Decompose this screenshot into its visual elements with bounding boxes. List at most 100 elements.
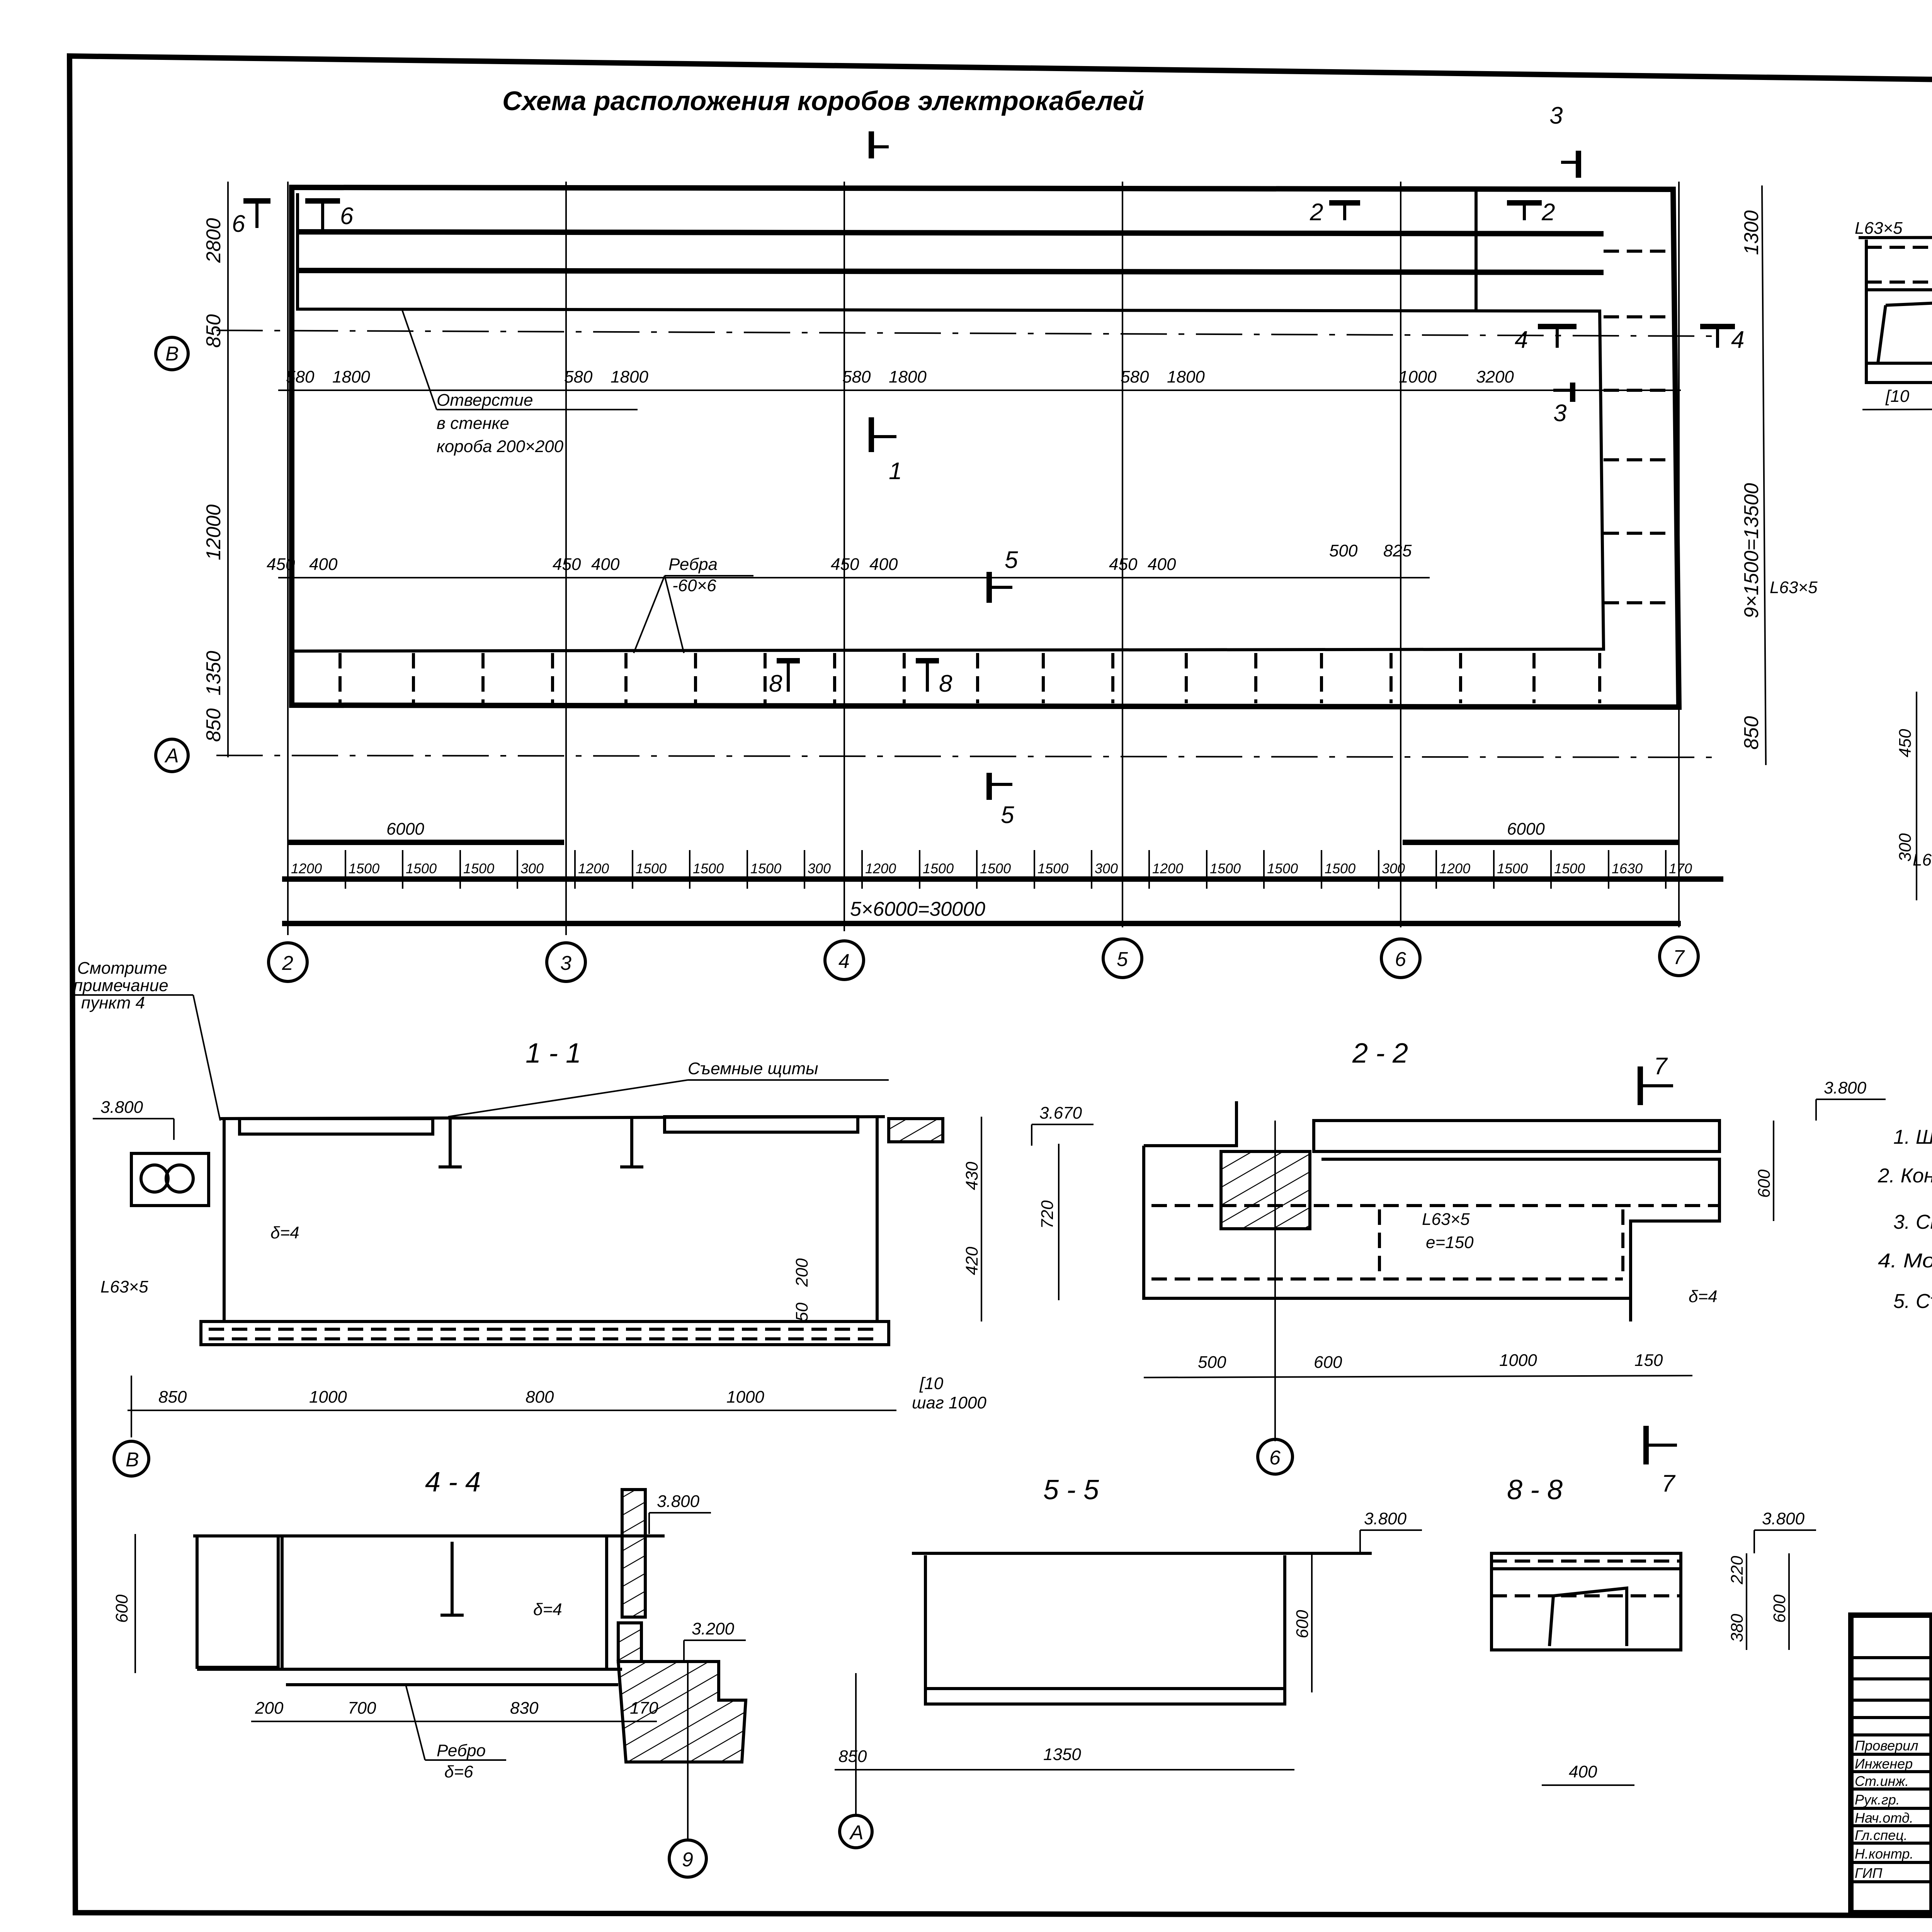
svg-text:830: 830 (510, 1699, 539, 1718)
axis-bubbles-horizontal: В А (154, 336, 190, 773)
svg-text:4: 4 (838, 950, 850, 973)
svg-text:6000: 6000 (1507, 820, 1545, 838)
svg-text:600: 600 (1314, 1353, 1342, 1372)
svg-text:2: 2 (282, 952, 293, 975)
svg-text:2 - 2: 2 - 2 (1352, 1038, 1408, 1069)
svg-text:Ребра: Ребра (668, 555, 718, 574)
axis-bubbles-vertical: 2 3 4 5 6 7 (267, 935, 1700, 983)
sheet-frame: 76 (66, 53, 1932, 1918)
chain-dimension-label: 1500 (1267, 861, 1298, 876)
rib-marks (338, 653, 1601, 703)
svg-text:3: 3 (1553, 400, 1566, 427)
chain-dimension-label: 1500 (1497, 861, 1528, 876)
section-4-4: 4 - 4 3.800 3.200 600 δ=4 200 700 830 17… (112, 1467, 748, 1879)
svg-text:Смотрите: Смотрите (77, 959, 167, 978)
svg-text:9: 9 (682, 1849, 693, 1871)
svg-text:7: 7 (1673, 946, 1685, 969)
svg-text:А: А (164, 745, 179, 767)
chain-dimension-label: 300 (1095, 861, 1118, 876)
svg-text:ГИП: ГИП (1855, 1865, 1883, 1881)
svg-text:450: 450 (267, 555, 295, 574)
svg-text:1000: 1000 (726, 1388, 764, 1406)
svg-text:3.800: 3.800 (657, 1492, 700, 1511)
svg-text:А: А (849, 1821, 864, 1844)
title-block: Привязан Инв. № ТП 904-1-66.86 - КМ Комп… (1848, 1612, 1932, 1915)
note-4: 4. Монтажные болты предусмотреть до уста… (1878, 1250, 1932, 1272)
svg-text:Ст.инж.: Ст.инж. (1855, 1773, 1909, 1789)
svg-text:150: 150 (1634, 1351, 1663, 1370)
svg-text:1800: 1800 (611, 367, 648, 386)
svg-text:50: 50 (793, 1303, 811, 1321)
svg-text:8 - 8: 8 - 8 (1507, 1475, 1563, 1505)
svg-text:L63×5: L63×5 (1770, 578, 1818, 597)
svg-text:600: 600 (1293, 1610, 1312, 1638)
svg-text:400: 400 (591, 555, 620, 574)
svg-text:Ребро: Ребро (437, 1741, 486, 1760)
chain-dimension-label: 170 (1669, 861, 1692, 876)
note-2: 2. Конструкции сварные. Сварку производи… (1878, 1165, 1932, 1187)
section-2-2: 2 - 2 7 3.670 3.800 720 600 L63×5 e=150 … (1031, 1038, 1886, 1497)
svg-text:1800: 1800 (1167, 367, 1205, 386)
svg-text:5: 5 (1001, 802, 1014, 828)
section-5-5: 5 - 5 3.800 600 850 1350 А (835, 1475, 1422, 1849)
svg-text:3.200: 3.200 (692, 1619, 735, 1638)
svg-text:450: 450 (1109, 555, 1138, 574)
svg-text:850: 850 (838, 1747, 867, 1766)
svg-text:1000: 1000 (1499, 1351, 1537, 1370)
svg-text:пункт 4: пункт 4 (81, 993, 145, 1012)
svg-text:400: 400 (869, 555, 898, 574)
svg-text:170: 170 (630, 1699, 658, 1718)
chain-dimension-label: 1200 (578, 861, 609, 876)
svg-text:В: В (165, 343, 179, 365)
note-1: 1. Шахту электрокабелей смотрите на лист… (1893, 1126, 1932, 1148)
svg-text:400: 400 (1148, 555, 1176, 574)
plan-title: Схема расположения коробов электрокабеле… (502, 86, 1144, 116)
chain-dimension-label: 300 (520, 861, 544, 876)
svg-text:3.800: 3.800 (100, 1098, 143, 1117)
svg-text:580: 580 (286, 367, 315, 386)
chain-dimension-label: 1500 (1325, 861, 1355, 876)
svg-text:2: 2 (1310, 199, 1323, 226)
svg-text:L63×5: L63×5 (1855, 219, 1903, 238)
svg-text:1350: 1350 (202, 651, 225, 696)
plan-view: Схема расположения коробов электрокабеле… (154, 86, 1818, 983)
svg-text:850: 850 (158, 1388, 187, 1406)
svg-text:430: 430 (963, 1162, 981, 1190)
svg-text:850: 850 (202, 314, 225, 348)
signature-rows: Проверил Макарова Инженер Андреева Ст.ин… (1855, 1738, 1918, 1881)
svg-text:1 - 1: 1 - 1 (526, 1038, 581, 1069)
svg-text:6: 6 (232, 211, 245, 237)
chain-dimension-label: 1200 (865, 861, 896, 876)
svg-text:1: 1 (889, 458, 902, 485)
svg-text:Отверстие: Отверстие (437, 391, 533, 410)
svg-text:1800: 1800 (332, 367, 370, 386)
svg-text:12000: 12000 (202, 504, 225, 560)
svg-text:720: 720 (1038, 1200, 1057, 1229)
svg-text:шаг 1000: шаг 1000 (912, 1393, 986, 1412)
svg-text:3200: 3200 (1476, 367, 1514, 386)
general-notes: 1. Шахту электрокабелей смотрите на лист… (1878, 1126, 1932, 1313)
chain-dimension-label: 1500 (693, 861, 724, 876)
svg-text:800: 800 (526, 1388, 554, 1406)
svg-text:450: 450 (553, 555, 581, 574)
svg-text:Рук.гр.: Рук.гр. (1855, 1792, 1900, 1808)
svg-text:Н.контр.: Н.контр. (1855, 1846, 1913, 1862)
svg-text:В: В (126, 1449, 139, 1471)
svg-text:6: 6 (1269, 1447, 1281, 1469)
svg-text:500: 500 (1198, 1353, 1226, 1372)
note-5: 5. Съемные металлические щиты смотрите н… (1893, 1290, 1932, 1313)
chain-dimension-label: 1500 (406, 861, 437, 876)
svg-text:1350: 1350 (1043, 1745, 1081, 1764)
chain-dimension-label: 1500 (636, 861, 667, 876)
svg-text:300: 300 (1896, 833, 1915, 862)
svg-text:2: 2 (1541, 199, 1555, 226)
svg-text:6000: 6000 (386, 820, 424, 838)
svg-text:L63×5: L63×5 (1422, 1210, 1470, 1229)
svg-text:2800: 2800 (202, 218, 225, 263)
svg-text:580: 580 (842, 367, 871, 386)
svg-text:L63×5: L63×5 (100, 1277, 148, 1296)
svg-text:Инженер: Инженер (1855, 1756, 1913, 1772)
svg-text:6: 6 (340, 203, 354, 230)
svg-text:3: 3 (560, 952, 571, 975)
